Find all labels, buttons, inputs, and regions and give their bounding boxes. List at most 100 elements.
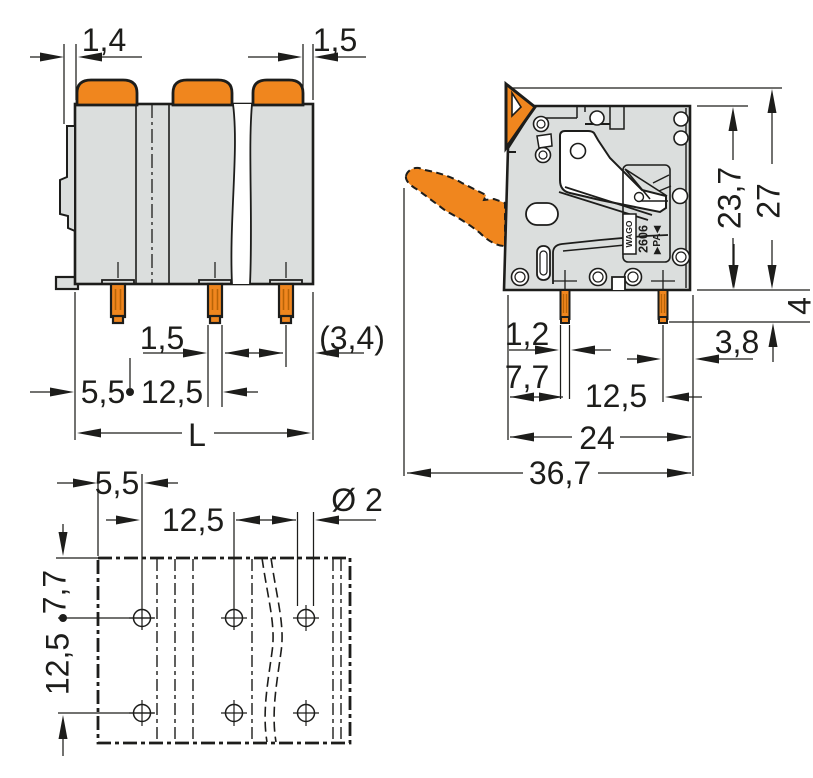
arrowhead	[767, 265, 777, 289]
arrowhead	[510, 392, 534, 402]
arrowhead	[225, 348, 249, 358]
arrowhead	[78, 52, 102, 62]
arrowhead	[767, 89, 777, 113]
arrowhead	[768, 323, 778, 347]
latch-lines	[624, 168, 668, 200]
dim-side-end-offset: 3,8	[715, 324, 759, 360]
dim-front-pin-width: 1,5	[140, 320, 184, 356]
front-left-latch	[59, 125, 76, 233]
top-step	[545, 106, 578, 119]
housing-detail	[536, 133, 553, 149]
lever-cap	[75, 78, 139, 107]
front-pins	[109, 282, 295, 325]
front-view-dimensions: 1,4 1,5 1,5 (3,4) 5,5 12,5	[30, 22, 385, 453]
arrowhead	[116, 515, 140, 525]
dim-fp-row-offset: 7,7	[36, 570, 72, 614]
break-line	[270, 557, 283, 743]
arrowhead	[73, 478, 97, 488]
housing-hole	[673, 130, 689, 146]
arrowhead	[665, 392, 689, 402]
dim-front-end-wall: 1,5	[313, 22, 357, 58]
arrowhead	[40, 52, 64, 62]
solder-pin	[206, 282, 224, 319]
hole-crosshairs	[129, 605, 319, 726]
wire-port	[525, 202, 559, 226]
dim-front-pitch: 12,5	[141, 374, 203, 410]
front-view	[54, 78, 315, 325]
pin-tip	[111, 314, 125, 325]
dim-front-slot-width: 1,4	[82, 22, 126, 58]
bottom-notch	[611, 276, 626, 290]
arrowhead	[58, 715, 68, 739]
solder-pin	[657, 289, 669, 320]
pin-tip	[560, 316, 570, 324]
pin-notch	[101, 279, 135, 284]
solder-pin	[109, 282, 127, 319]
product-marking: WAGO 2606 ▶PA◀	[622, 213, 663, 255]
dim-side-total-depth: 36,7	[529, 455, 591, 491]
arrowhead	[259, 348, 283, 358]
arrowhead	[314, 52, 338, 62]
side-view: WAGO 2606 ▶PA◀	[404, 80, 692, 324]
housing-hole	[514, 271, 526, 283]
dim-front-end-offset: (3,4)	[319, 320, 385, 356]
solder-pin	[277, 282, 295, 319]
arrowhead	[272, 515, 296, 525]
brand-logo-box	[622, 213, 637, 255]
latch-ticks	[652, 174, 672, 192]
brand-logo-text: WAGO	[624, 220, 634, 247]
dim-dot	[126, 388, 134, 396]
dim-fp-row-pitch: 12,5	[39, 633, 75, 695]
arrowhead	[637, 354, 661, 364]
footprint-centerlines	[156, 559, 342, 742]
lever-cutout	[511, 90, 523, 118]
dim-front-first-pole: 5,5	[81, 374, 125, 410]
dim-front-length: L	[188, 417, 206, 453]
footprint-dimensions: 5,5 12,5 Ø 2 7,7 12,5	[36, 465, 383, 756]
housing-hole	[536, 119, 546, 129]
lever-cap	[171, 78, 234, 107]
arrowhead	[58, 532, 68, 556]
arrowhead	[695, 354, 719, 364]
housing-hole	[673, 111, 689, 127]
arrowhead	[535, 345, 559, 355]
arrowhead	[50, 387, 74, 397]
side-pins	[559, 289, 669, 324]
lower-contour	[552, 234, 669, 284]
arrowhead	[539, 392, 563, 402]
arrowhead	[278, 52, 302, 62]
arrowhead	[77, 428, 101, 438]
arrowhead	[315, 348, 339, 358]
side-view-dimensions: 23,7 27 4 1,2 3,8 7,7 12,5	[403, 87, 813, 491]
housing-hole	[589, 110, 605, 126]
arrowhead	[728, 107, 738, 131]
arrowhead	[287, 428, 311, 438]
housing-hole	[538, 150, 548, 160]
pin-center-cross	[553, 270, 675, 292]
arrowhead	[183, 348, 207, 358]
arrowhead	[571, 345, 595, 355]
arrowhead	[729, 265, 739, 289]
break-gap	[231, 104, 252, 284]
dim-fp-hole-pitch: 12,5	[162, 502, 224, 538]
latch-hole	[633, 191, 645, 203]
pin-tip	[279, 314, 293, 325]
pin-notch	[269, 279, 303, 284]
arrowhead	[667, 432, 691, 442]
dim-side-housing-height: 23,7	[711, 167, 747, 229]
arrowhead	[667, 468, 691, 478]
arrowhead	[223, 387, 247, 397]
material-marking: ▶PA◀	[652, 225, 663, 254]
dim-side-first-pin: 7,7	[505, 359, 549, 395]
break-line	[230, 103, 236, 285]
footprint-view	[96, 556, 352, 745]
top-recess	[609, 106, 625, 130]
arrowhead	[315, 515, 339, 525]
pin-tip	[208, 314, 222, 325]
dim-fp-edge-offset: 5,5	[95, 465, 139, 501]
footprint-outline	[96, 556, 352, 745]
series-marking: 2606	[636, 225, 650, 253]
housing-hole	[627, 271, 639, 283]
pin-notch	[198, 279, 232, 284]
